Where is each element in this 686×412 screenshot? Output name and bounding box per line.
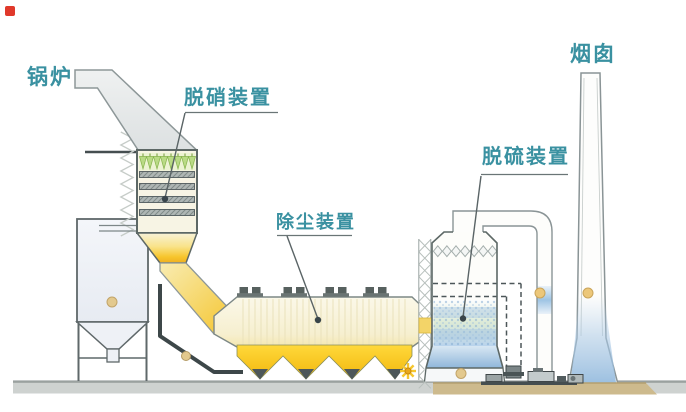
zigzag-ladder bbox=[119, 131, 135, 237]
label-denitration: 脱硝装置 bbox=[184, 87, 272, 109]
slurry-pumps bbox=[481, 365, 584, 385]
dust-leader bbox=[286, 235, 319, 320]
ammonia-injection-nozzles bbox=[139, 153, 196, 171]
label-chimney: 烟囱 bbox=[570, 43, 616, 66]
denitration-leader bbox=[164, 112, 186, 199]
fgd-absorber-tower bbox=[423, 231, 522, 382]
tower-base-dot bbox=[455, 368, 467, 379]
ash-silo bbox=[75, 218, 150, 381]
pipe-joint-ball bbox=[181, 351, 191, 361]
bolt-dots bbox=[534, 287, 594, 299]
hopper-dark-tips bbox=[252, 369, 403, 380]
mist-eliminator bbox=[432, 245, 498, 258]
red-corner-marker bbox=[5, 6, 15, 16]
rotary-valve-star bbox=[400, 363, 416, 379]
label-desulfurization: 脱硫装置 bbox=[482, 146, 570, 168]
scr-denitration-tower bbox=[135, 149, 238, 335]
clean-gas-plume bbox=[570, 296, 617, 386]
dust-hoppers bbox=[236, 344, 413, 380]
electrostatic-precipitator bbox=[213, 287, 433, 380]
spray-headers bbox=[433, 282, 522, 366]
slurry-pool bbox=[426, 346, 503, 368]
ash-discharge-pipe bbox=[158, 284, 243, 374]
desulfurization-leader bbox=[462, 175, 482, 318]
support-lattice-tower bbox=[418, 239, 432, 389]
label-boiler: 锅炉 bbox=[27, 66, 73, 89]
label-leaders bbox=[161, 111, 568, 324]
chimney bbox=[567, 72, 620, 389]
silo-manhole-dot bbox=[106, 296, 118, 308]
label-dust-removal: 除尘装置 bbox=[276, 212, 356, 232]
rapper-units bbox=[237, 287, 389, 297]
fgd-inlet-duct bbox=[418, 317, 434, 334]
ground-floor bbox=[13, 380, 686, 394]
